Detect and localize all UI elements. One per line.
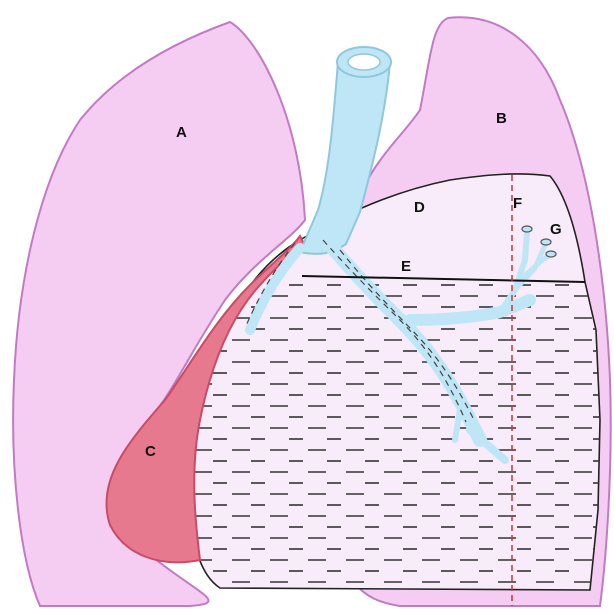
label-d: D bbox=[414, 199, 425, 216]
trachea-lumen bbox=[348, 54, 380, 70]
label-f: F bbox=[513, 195, 522, 212]
label-b: B bbox=[496, 110, 507, 127]
label-c: C bbox=[145, 443, 156, 460]
label-e: E bbox=[401, 258, 411, 275]
label-a: A bbox=[176, 124, 187, 141]
label-g: G bbox=[550, 221, 562, 238]
